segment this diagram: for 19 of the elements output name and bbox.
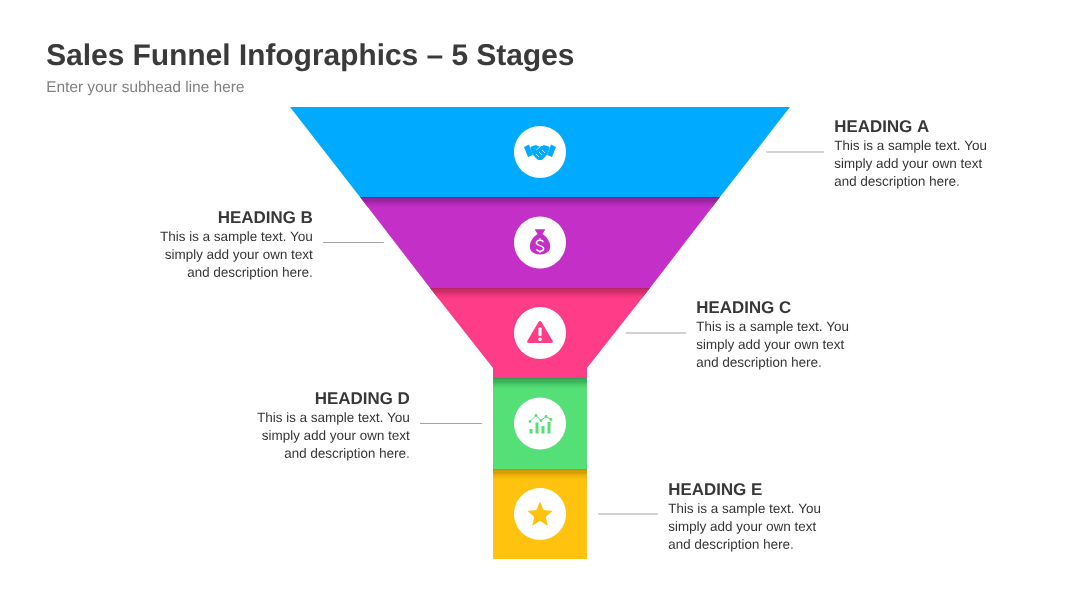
leader-line [419,423,483,424]
heading: HEADING C [697,301,791,314]
body-text: This is a sample text. You simply add your own text and description here. [257,412,410,461]
subtitle: Enter your subhead line here [47,80,244,96]
body-text: This is a sample text. You simply add your own text and description here. [160,231,313,280]
funnel-segment [360,197,720,288]
heading: HEADING E [669,483,762,496]
body-text: This is a sample text. You simply add your own text and description here. [834,140,987,189]
heading: HEADING A [835,120,929,133]
leader-line [322,242,385,243]
body-text: This is a sample text. You simply add your own text and description here. [696,321,849,370]
heading: HEADING D [315,392,410,405]
leader-line [625,332,687,334]
title: Sales Funnel Infographics – 5 Stages [47,43,574,72]
funnel-segment [290,107,790,197]
leader-line [765,151,825,153]
body-text: This is a sample text. You simply add your own text and description here. [668,503,821,552]
leader-line [597,513,659,515]
heading: HEADING B [218,211,312,224]
